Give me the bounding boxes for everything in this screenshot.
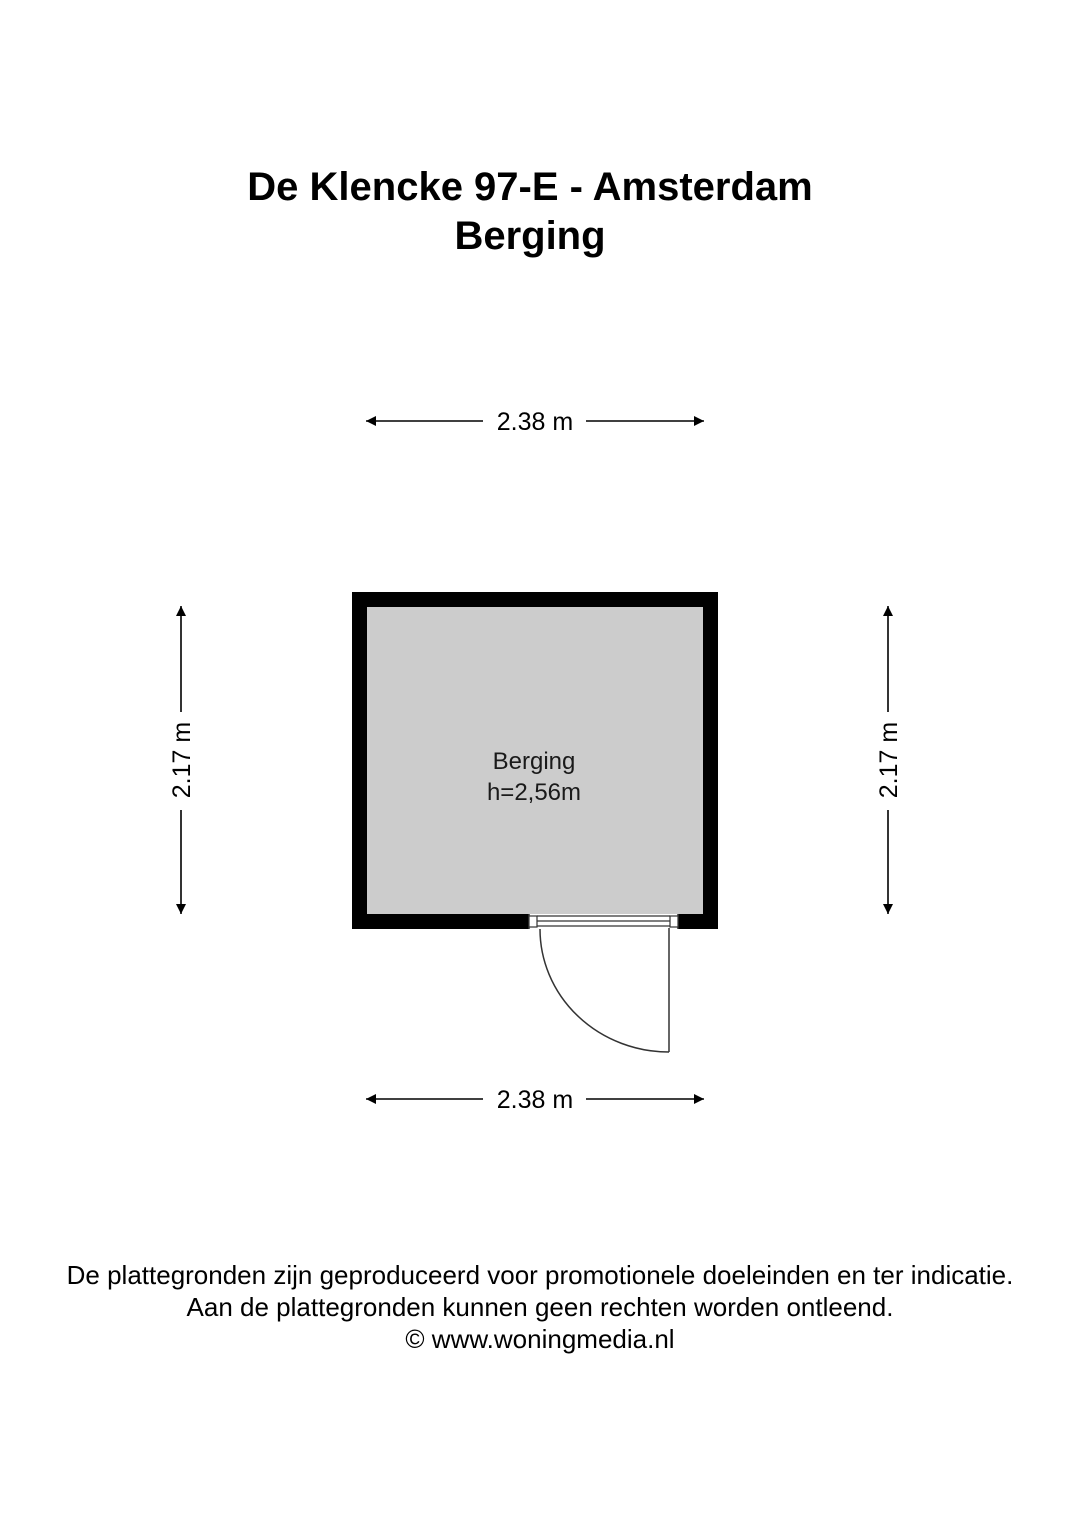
dimension-bottom-label: 2.38 m: [497, 1086, 573, 1114]
disclaimer: De plattegronden zijn geproduceerd voor …: [0, 1259, 1080, 1355]
copyright-text: © www.woningmedia.nl: [405, 1324, 675, 1354]
dimension-right-label: 2.17 m: [875, 722, 903, 798]
room-height-label: h=2,56m: [487, 779, 581, 806]
room-floor: [367, 607, 703, 914]
door-swing-arc: [539, 928, 670, 1053]
dimension-left-depth: 2.17 m: [168, 606, 196, 914]
dimension-bottom-width: 2.38 m: [366, 1086, 704, 1114]
page-subtitle: Berging: [454, 214, 606, 258]
dimension-left-label: 2.17 m: [168, 722, 196, 798]
dimension-top-label: 2.38 m: [497, 408, 573, 436]
room-name-label: Berging: [493, 748, 576, 775]
disclaimer-line-2: Aan de plattegronden kunnen geen rechten…: [186, 1292, 894, 1322]
room-berging: Berging h=2,56m: [352, 592, 718, 1053]
page-title: De Klencke 97-E - Amsterdam: [247, 165, 813, 209]
dimension-top-width: 2.38 m: [366, 408, 704, 436]
disclaimer-line-1: De plattegronden zijn geproduceerd voor …: [66, 1260, 1014, 1290]
dimension-right-depth: 2.17 m: [875, 606, 903, 914]
